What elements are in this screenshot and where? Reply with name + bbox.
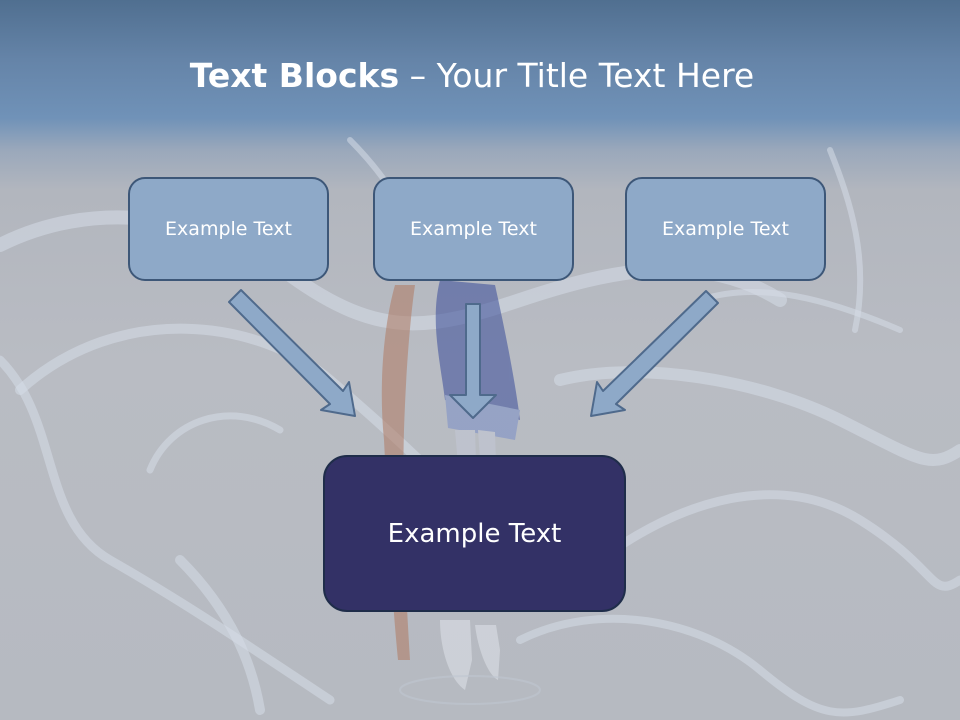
arrow-left-diagonal	[228, 289, 356, 417]
main-text-block[interactable]: Example Text	[323, 455, 626, 612]
text-block-1-label: Example Text	[165, 218, 292, 240]
arrow-right-diagonal	[590, 290, 719, 417]
main-text-block-label: Example Text	[387, 518, 562, 549]
title-rest-part: Your Title Text Here	[436, 56, 755, 95]
text-block-3-label: Example Text	[662, 218, 789, 240]
title-dash: –	[399, 56, 437, 95]
text-block-3[interactable]: Example Text	[625, 177, 826, 281]
slide-title: Text Blocks – Your Title Text Here	[0, 55, 944, 97]
text-block-2[interactable]: Example Text	[373, 177, 574, 281]
title-bold-part: Text Blocks	[189, 56, 400, 95]
arrow-center-down	[449, 303, 497, 419]
text-block-2-label: Example Text	[410, 218, 537, 240]
text-block-1[interactable]: Example Text	[128, 177, 329, 281]
